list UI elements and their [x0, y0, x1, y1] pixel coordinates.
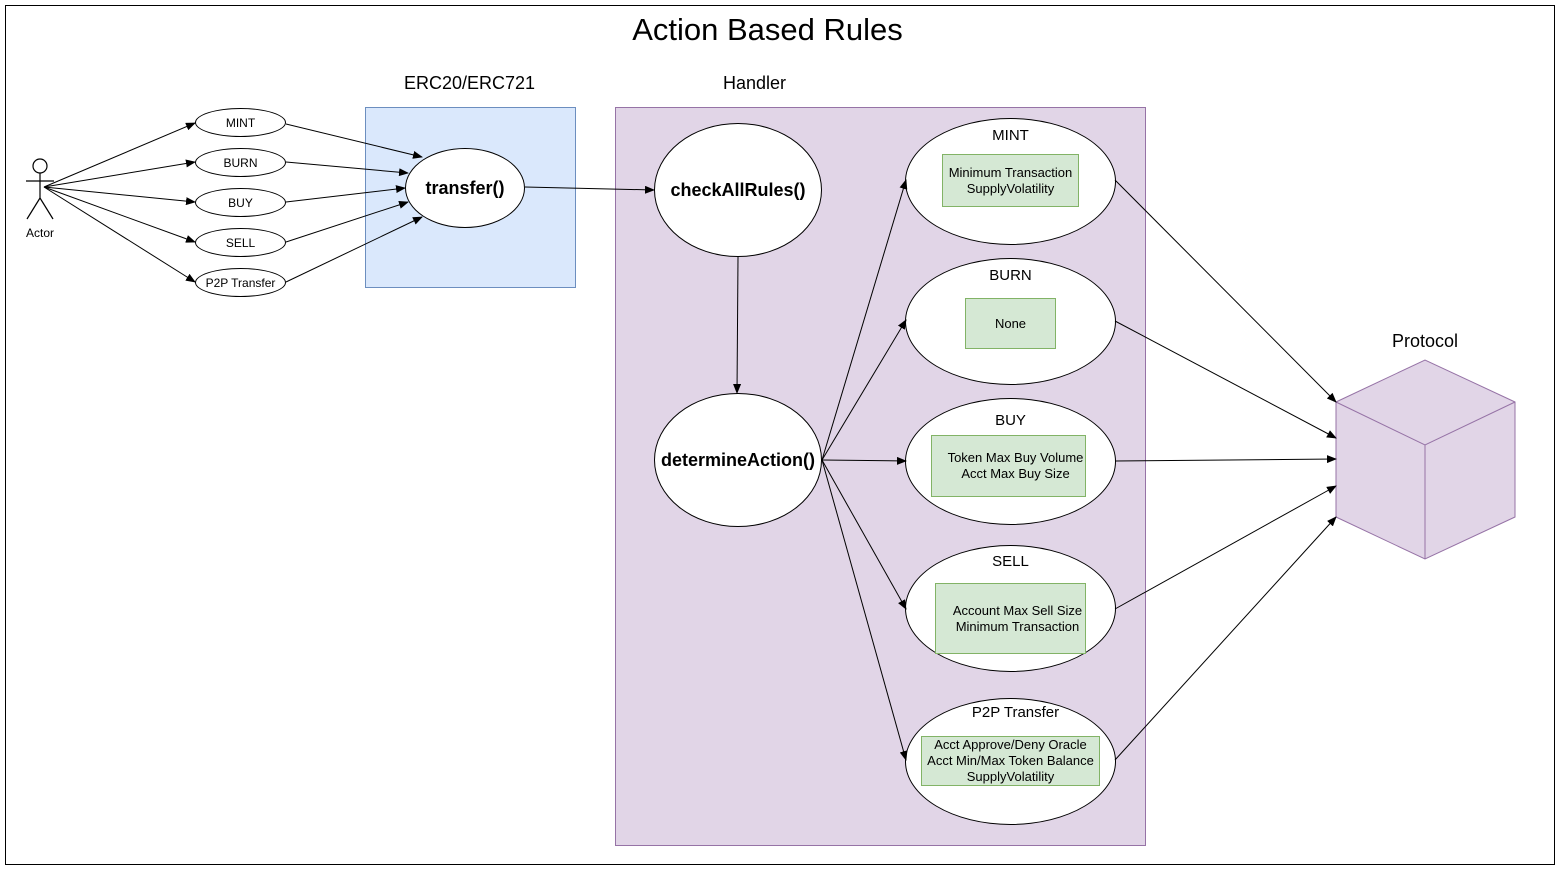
- arrow-determine-buy: [821, 456, 907, 465]
- arrow-actor-mint: [43, 122, 196, 188]
- arrow-determine-burn: [821, 319, 907, 461]
- p2p-rules-box: Acct Approve/Deny Oracle Acct Min/Max To…: [921, 736, 1100, 786]
- arrow-determine-mint: [821, 179, 908, 461]
- user-action-sell[interactable]: SELL: [195, 228, 286, 257]
- burn-rules-box: None: [965, 298, 1056, 349]
- handler-action-buy-title: BUY: [995, 412, 1026, 429]
- buy-rule-2: Acct Max Buy Size: [961, 466, 1070, 481]
- arrow-buy-transfer: [285, 185, 406, 203]
- determine-action-node[interactable]: determineAction(): [654, 393, 822, 527]
- mint-rules-box: Minimum Transaction SupplyVolatility: [942, 154, 1079, 207]
- arrow-p2p-transfer: [285, 216, 423, 283]
- sell-rules-box: Account Max Sell Size Minimum Transactio…: [935, 583, 1086, 654]
- user-action-mint[interactable]: MINT: [195, 108, 286, 137]
- p2p-rule-1: Acct Approve/Deny Oracle: [934, 737, 1087, 752]
- transfer-function-node[interactable]: transfer(): [405, 148, 525, 228]
- user-action-buy[interactable]: BUY: [195, 188, 286, 217]
- handler-action-mint-title: MINT: [992, 127, 1029, 144]
- arrow-transfer-check: [524, 185, 655, 194]
- mint-rule-1: Minimum Transaction: [948, 164, 1073, 180]
- arrow-actor-sell: [43, 186, 196, 243]
- handler-group-label: Handler: [723, 73, 787, 93]
- p2p-rule-3: SupplyVolatility: [966, 769, 1055, 784]
- burn-rule-1: None: [994, 315, 1027, 331]
- handler-action-sell-title: SELL: [992, 553, 1029, 570]
- arrow-mint-transfer: [285, 123, 423, 159]
- mint-rule-2: SupplyVolatility: [966, 180, 1055, 196]
- arrow-check-determine: [733, 256, 742, 394]
- arrow-actor-p2p: [43, 186, 196, 283]
- user-action-p2p-transfer[interactable]: P2P Transfer: [195, 268, 286, 297]
- diagram-frame: [5, 5, 1555, 865]
- actor-label: Actor: [26, 226, 55, 240]
- arrow-determine-sell: [821, 459, 907, 610]
- sell-rule-2: Minimum Transaction: [955, 618, 1080, 634]
- check-all-rules-node[interactable]: checkAllRules(): [654, 123, 822, 257]
- arrow-determine-p2p: [821, 459, 908, 761]
- arrow-sell-protocol: [1114, 485, 1337, 610]
- arrow-actor-burn: [43, 159, 196, 188]
- handler-action-burn-title: BURN: [989, 267, 1032, 284]
- user-action-burn[interactable]: BURN: [195, 148, 286, 177]
- protocol-label: Protocol: [1392, 331, 1459, 351]
- protocol-cube-icon: [1335, 359, 1516, 560]
- arrow-burn-protocol: [1114, 320, 1337, 439]
- arrow-sell-transfer: [285, 201, 409, 243]
- token-group-label: ERC20/ERC721: [404, 73, 536, 93]
- arrow-p2p-protocol: [1114, 516, 1337, 761]
- buy-rules-box: Token Max Buy Volume Acct Max Buy Size: [931, 435, 1086, 497]
- arrow-mint-protocol: [1114, 179, 1337, 403]
- p2p-rule-2: Acct Min/Max Token Balance: [927, 753, 1094, 768]
- handler-action-p2p-title: P2P Transfer: [971, 704, 1060, 721]
- diagram-title: Action Based Rules: [632, 12, 903, 47]
- arrow-burn-transfer: [285, 161, 409, 177]
- arrow-buy-protocol: [1114, 455, 1337, 464]
- buy-rule-1: Token Max Buy Volume: [947, 450, 1084, 465]
- sell-rule-1: Account Max Sell Size: [952, 602, 1083, 618]
- arrow-actor-buy: [43, 186, 196, 206]
